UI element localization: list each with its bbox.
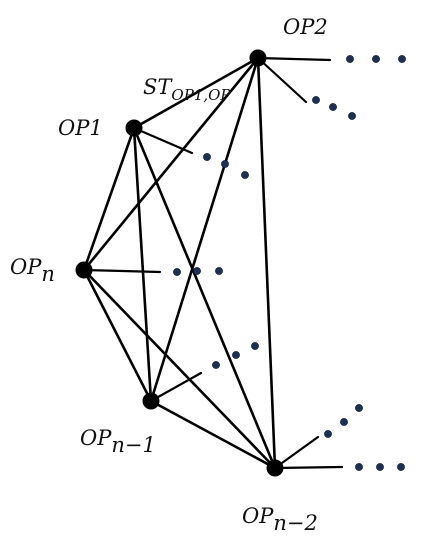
ellipsis-dot (397, 463, 405, 471)
edge-opn1-opn2 (149, 399, 277, 470)
label-op2-name: OP (283, 15, 315, 39)
ellipsis-dot (215, 267, 223, 275)
edge-opn-opn1 (82, 268, 153, 403)
ellipsis-dot (173, 268, 181, 276)
node-opn (75, 261, 93, 279)
edge-op2-opn2 (256, 56, 277, 470)
ellipsis-dot (312, 96, 320, 104)
nodes (75, 49, 284, 477)
stub-op2-right (256, 56, 332, 62)
stub-lines (82, 56, 344, 470)
label-opn-name: OP (10, 255, 42, 279)
ellipsis-opn1 (212, 342, 259, 369)
stub-opn-right (82, 268, 162, 274)
ellipsis-dot (221, 160, 229, 168)
ellipsis-dot (355, 404, 363, 412)
ellipsis-dot (355, 463, 363, 471)
label-op2-num: 2 (313, 15, 327, 39)
ellipsis-dot (372, 55, 380, 63)
ellipsis-op2-down (312, 96, 356, 120)
stub-op1-right (132, 126, 194, 155)
label-opn2-name: OP (242, 504, 274, 528)
label-edge-st: STOP1,OP (143, 75, 231, 104)
ellipsis-dot (340, 418, 348, 426)
ellipsis-dot (398, 55, 406, 63)
ellipsis-opn (173, 267, 223, 276)
label-opn1: OPn−1 (80, 426, 156, 457)
label-opn2: OPn−2 (242, 504, 318, 535)
stub-op2-down (256, 56, 308, 104)
ellipsis-op2-right (346, 55, 406, 63)
ellipsis-dot (203, 153, 211, 161)
stub-opn2-right (273, 465, 344, 470)
edge-op1-opn (82, 126, 136, 272)
label-op1: OP1 (58, 116, 103, 140)
ellipsis-opn2-up (324, 404, 363, 438)
edge-op1-opn1 (132, 126, 153, 403)
label-edge-st-sub: OP1,OP (171, 86, 231, 104)
node-op2 (249, 49, 267, 67)
label-opn-sub: n (41, 262, 55, 286)
ellipsis-dot (329, 103, 337, 111)
stub-opn2-up (273, 435, 320, 470)
ellipsis-dot (346, 55, 354, 63)
node-opn1 (142, 392, 160, 410)
edge-op1-op2 (132, 56, 260, 130)
ellipsis-dot (193, 267, 201, 275)
label-opn1-name: OP (80, 426, 112, 450)
edges (82, 56, 277, 470)
ellipsis-dot (348, 112, 356, 120)
node-opn2 (266, 459, 284, 477)
label-edge-st-name: ST (143, 75, 173, 99)
edge-opn-opn2 (82, 268, 277, 470)
ellipsis-dot (232, 351, 240, 359)
edge-op1-opn2 (132, 126, 277, 470)
label-opn2-sub: n−2 (273, 511, 317, 535)
label-op2: OP2 (283, 15, 328, 39)
label-opn: OPn (10, 255, 55, 286)
label-op1-num: 1 (89, 116, 102, 140)
ellipsis-dot (251, 342, 259, 350)
ellipsis-dot (324, 430, 332, 438)
node-op1 (125, 119, 143, 137)
label-opn1-sub: n−1 (111, 433, 155, 457)
ellipsis-dot (212, 361, 220, 369)
ellipsis-opn2-right (355, 463, 405, 471)
edge-op2-opn (82, 56, 260, 272)
ellipsis-dot (376, 463, 384, 471)
stub-opn1-up (149, 371, 203, 403)
edge-op2-opn1 (149, 56, 260, 403)
label-op1-name: OP (58, 116, 90, 140)
ellipsis-op1 (203, 153, 249, 179)
ellipsis-dot (241, 171, 249, 179)
